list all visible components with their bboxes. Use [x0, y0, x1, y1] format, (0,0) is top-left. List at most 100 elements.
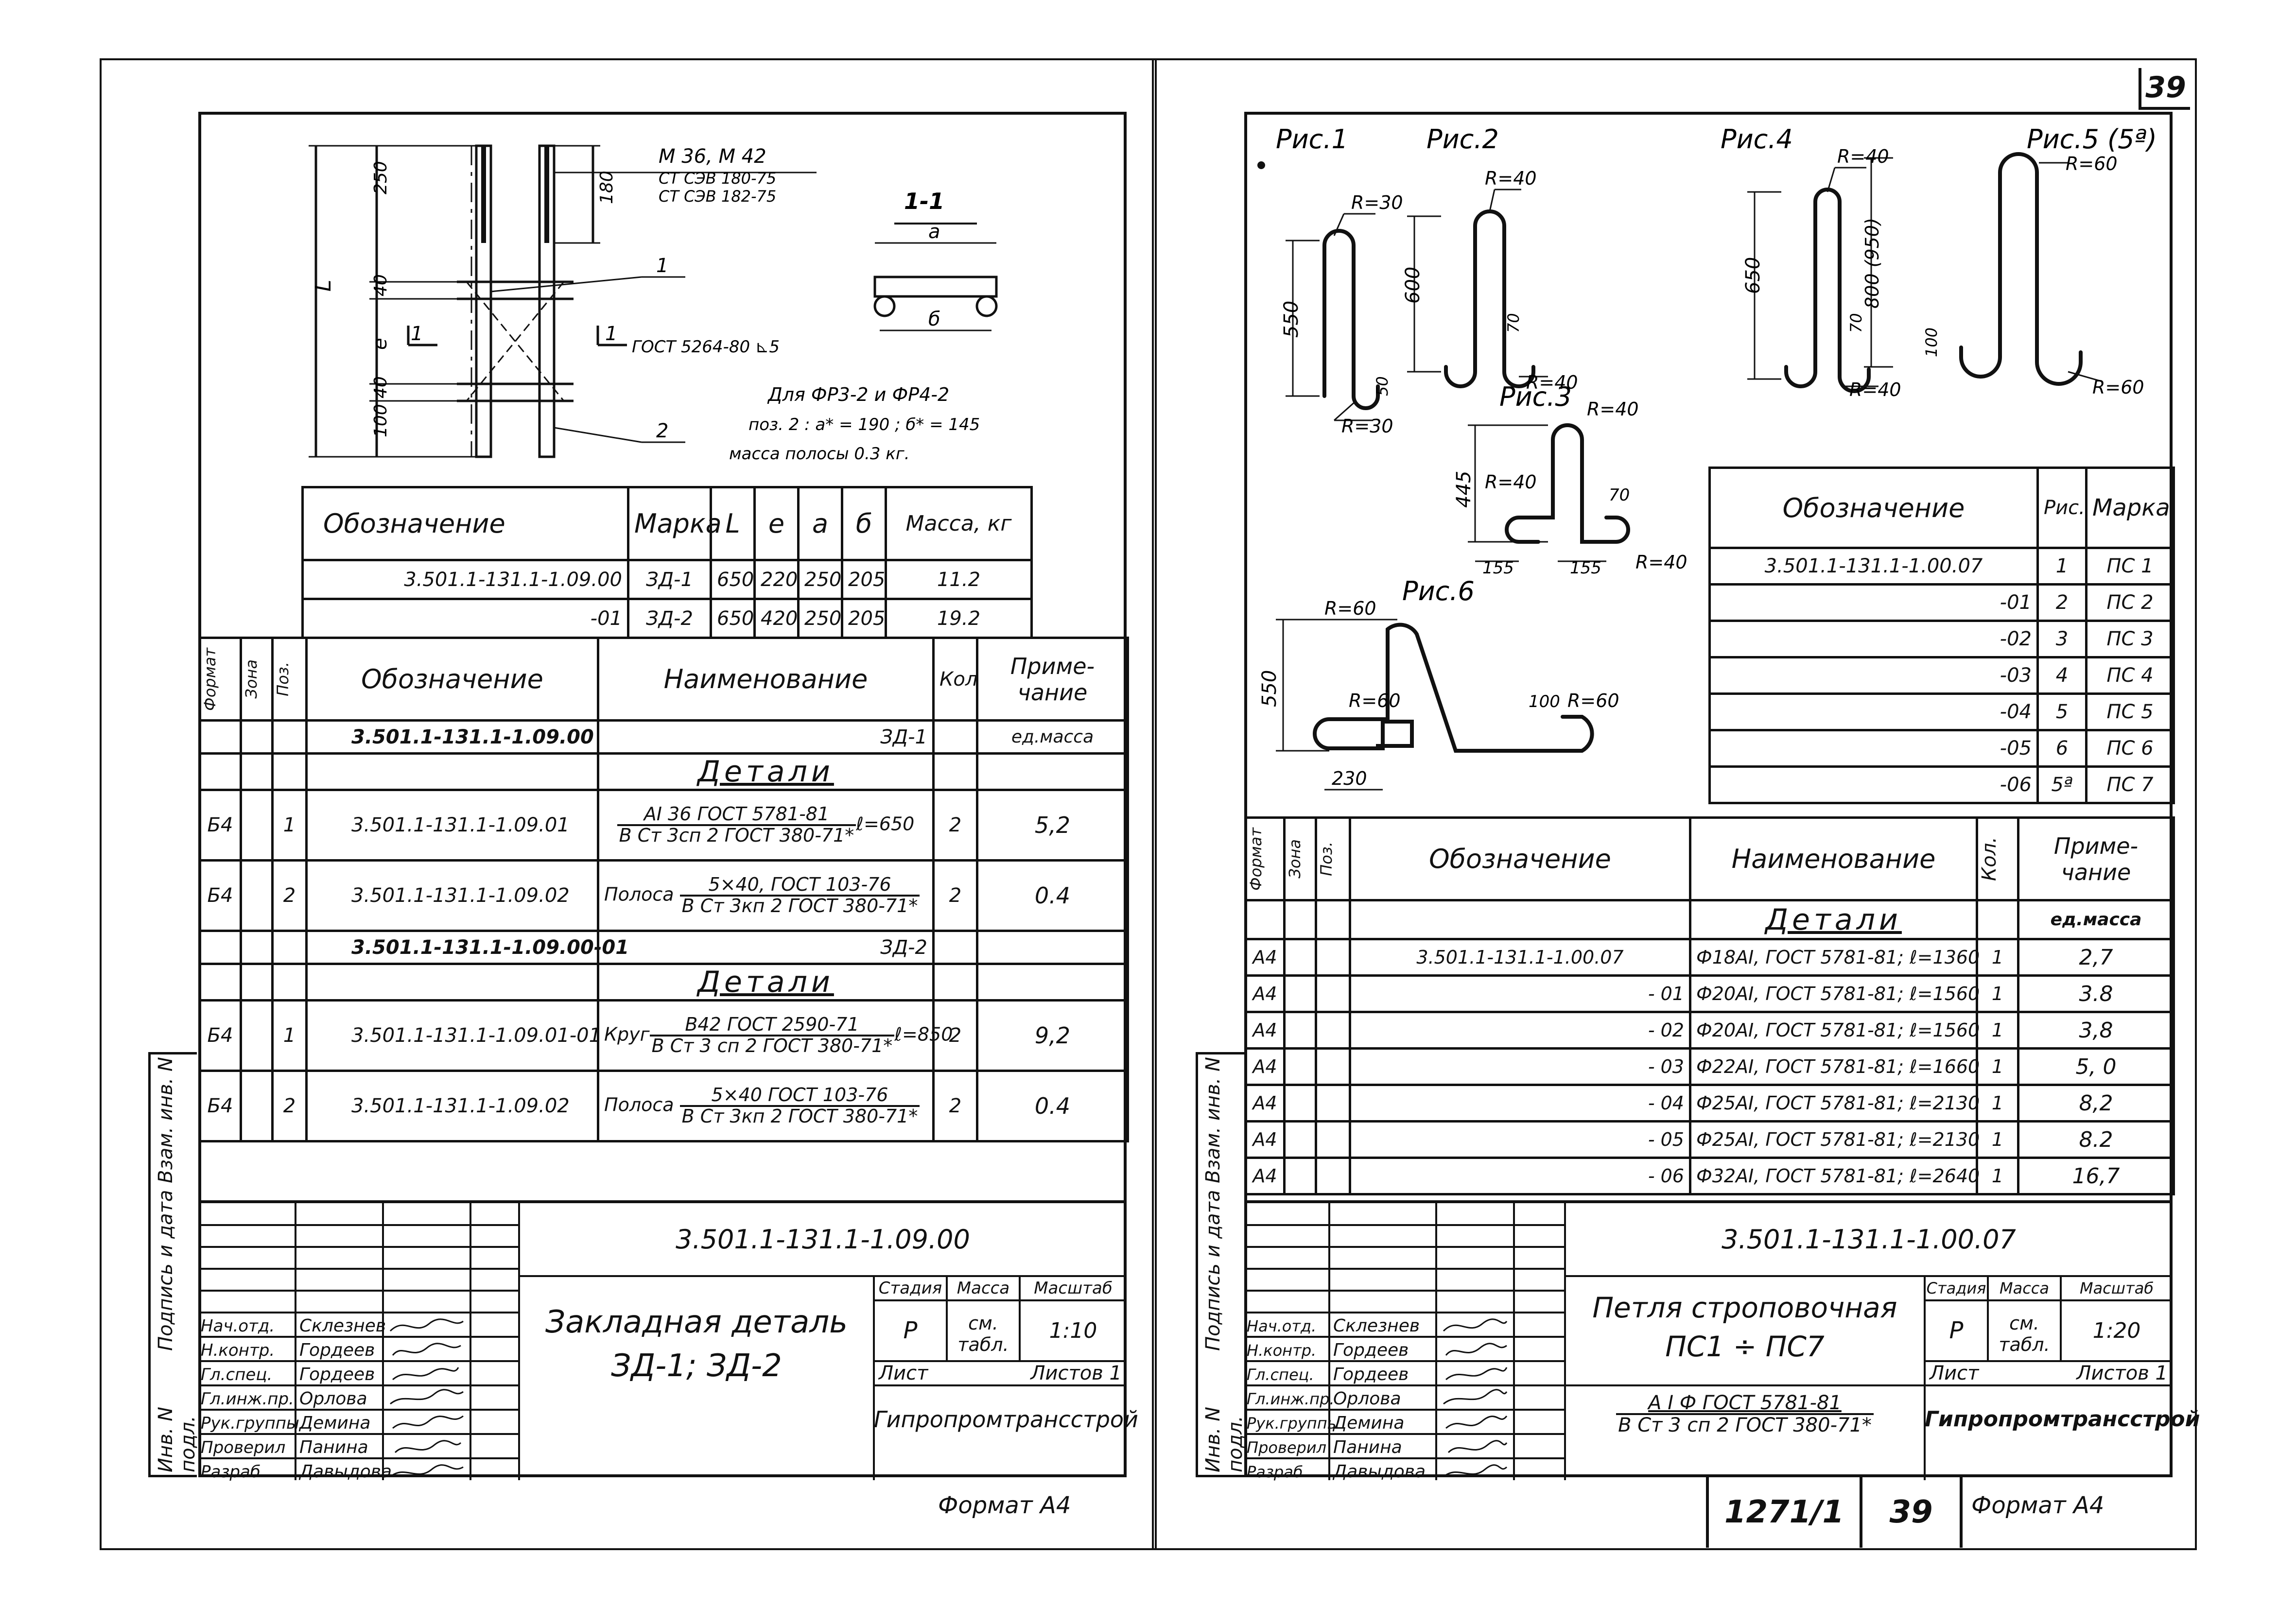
- vt-cell: 250: [797, 598, 843, 639]
- group2-name: ЗД-2: [597, 930, 935, 965]
- role: Гл.инж.пр.: [1247, 1390, 1335, 1408]
- mt-cell: 5: [2036, 692, 2087, 731]
- fig5-title: Рис.5 (5ª): [2027, 124, 2157, 155]
- rscale-value: 1:20: [2092, 1318, 2141, 1343]
- rspec-cell: Ф25АI, ГОСТ 5781-81; ℓ=2130: [1689, 1120, 1980, 1159]
- section-details-1: Детали: [597, 752, 935, 791]
- right-spec-table: Формат Зона Поз. Обозначение Наименовани…: [1244, 816, 2175, 1195]
- dim-r40d: R=40: [1849, 379, 1901, 400]
- album-page: 39: [1862, 1477, 1963, 1548]
- vt-cell: -01: [301, 598, 629, 639]
- vt-cell: 420: [753, 598, 800, 639]
- rstage-value: Р: [1949, 1317, 1964, 1344]
- bolt-spec-3: СТ СЭВ 182-75: [659, 187, 776, 206]
- mt-cell: -02: [1708, 620, 2039, 658]
- rspec-cell: 1: [1976, 938, 2019, 977]
- section-mark-left: 1: [411, 323, 423, 345]
- rsheets-label: Листов 1: [2076, 1362, 2168, 1384]
- vt-cell: 205: [841, 559, 887, 600]
- note-1: Для ФР3-2 и ФР4-2: [767, 384, 949, 405]
- rh-stage: Стадия: [1926, 1279, 1986, 1297]
- spec-cell: 2: [932, 1070, 978, 1142]
- rspec-cell: Ф32АI, ГОСТ 5781-81; ℓ=2640: [1689, 1157, 1980, 1195]
- h-mass: Масса: [957, 1279, 1010, 1298]
- dim-40b: 40: [371, 376, 391, 398]
- fig6-title: Рис.6: [1402, 576, 1475, 606]
- table-row: А4 - 01 Ф20АI, ГОСТ 5781-81; ℓ=1560 1 3.…: [1244, 974, 2175, 1013]
- spec-h-designation: Обозначение: [305, 637, 599, 722]
- dim-250: 250: [371, 161, 391, 194]
- dim-r40g: R=40: [1635, 552, 1687, 573]
- table-row: 3.501.1-131.1-1.09.00 ЗД-1 ед.масса: [198, 719, 1129, 755]
- role: Гл.спец.: [1247, 1365, 1314, 1384]
- mt-cell: 2: [2036, 583, 2087, 622]
- right-names: Склезнев Гордеев Гордеев Орлова Демина П…: [1333, 1314, 1435, 1484]
- dim-180: 180: [597, 171, 617, 204]
- left-format-label: Формат А4: [938, 1492, 1071, 1519]
- role: Н.контр.: [201, 1341, 275, 1360]
- name-prefix: Круг: [604, 1023, 650, 1045]
- side-label-inv: Инв. N подл.: [155, 1407, 199, 1472]
- fig1-title: Рис.1: [1276, 124, 1348, 155]
- mt-cell: ПС 5: [2085, 692, 2175, 731]
- vt-cell: 650: [710, 559, 756, 600]
- mt-cell: 6: [2036, 729, 2087, 768]
- rspec-h-zone: Зона: [1286, 839, 1304, 879]
- dim-r30b: R=30: [1341, 415, 1393, 437]
- rsheet-label: Лист: [1930, 1362, 1979, 1384]
- mt-cell: 4: [2036, 656, 2087, 695]
- vt-cell: ЗД-1: [627, 559, 712, 600]
- rspec-cell: - 06: [1349, 1157, 1691, 1195]
- dim-70b: 70: [1847, 313, 1865, 333]
- rspec-cell: - 01: [1349, 974, 1691, 1013]
- right-title-block: 3.501.1-131.1-1.00.07 Нач.отд. Н.контр. …: [1244, 1200, 2200, 1482]
- mt-cell: 1: [2036, 547, 2087, 586]
- dim-445: 445: [1453, 471, 1475, 508]
- person-name: Демина: [1333, 1413, 1405, 1433]
- vt-cell: 3.501.1-131.1-1.09.00: [301, 559, 629, 600]
- vt-cell: 11.2: [885, 559, 1033, 600]
- left-title-grid: [198, 1203, 1127, 1480]
- table-row: 3.501.1-131.1-1.09.00 ЗД-1 650 220 250 2…: [301, 559, 1033, 600]
- table-row: -06 5ª ПС 7: [1708, 765, 2175, 804]
- dim-r40b: R=40: [1526, 372, 1578, 393]
- frac-top: В42 ГОСТ 2590-71: [649, 1015, 895, 1037]
- fig3-title: Рис.3: [1499, 381, 1572, 412]
- dim-600: 600: [1402, 267, 1424, 304]
- table-row: Детали ед.масса: [1244, 899, 2175, 940]
- spec-cell: 0.4: [976, 1070, 1129, 1142]
- dim-e: е: [369, 338, 391, 350]
- left-side-strip: [148, 1052, 197, 1477]
- rside-label-repl: Взам. инв. N: [1202, 1057, 1224, 1183]
- person-name: Демина: [299, 1413, 371, 1433]
- dim-r40e: R=40: [1587, 398, 1639, 420]
- side-label-repl: Взам. инв. N: [155, 1057, 177, 1183]
- dim-550a: 550: [1280, 301, 1303, 338]
- role: Разраб.: [1247, 1463, 1308, 1481]
- left-variant-table: Обозначение Марка L е а б Масса, кг 3.50…: [301, 486, 1033, 639]
- rspec-h-name: Наименование: [1689, 816, 1978, 901]
- left-spec-table: Формат Зона Поз. Обозначение Наименовани…: [198, 637, 1129, 1142]
- rh-mass: Масса: [1999, 1279, 2049, 1297]
- spec-cell: Б4: [198, 859, 242, 932]
- sheet-label: Лист: [879, 1362, 928, 1384]
- h-scale: Масштаб: [1034, 1279, 1113, 1298]
- frac-bottom: В Ст 3кп 2 ГОСТ 380-71*: [681, 895, 918, 916]
- vt-h-b: б: [841, 486, 887, 561]
- length-value: ℓ=650: [856, 813, 915, 835]
- role: Проверил: [201, 1438, 286, 1457]
- weld-spec: ГОСТ 5264-80 ⊾5: [632, 337, 780, 357]
- dim-r60c: R=60: [1324, 598, 1376, 619]
- right-title: Петля строповочная ПС1 ÷ ПС7: [1565, 1288, 1925, 1366]
- spec-h-note: Приме-чание: [976, 637, 1129, 722]
- right-doc-code: 3.501.1-131.1-1.00.07: [1722, 1224, 2016, 1255]
- side-label-sign: Подпись и дата: [155, 1190, 177, 1351]
- mt-cell: 5ª: [2036, 765, 2087, 804]
- pos-2-label: 2: [656, 420, 668, 442]
- rspec-h-qty: Кол.: [1978, 836, 2000, 881]
- rspec-cell: 16,7: [2017, 1157, 2175, 1195]
- vt-cell: 19.2: [885, 598, 1033, 639]
- left-title-line-2: ЗД-1; ЗД-2: [611, 1348, 782, 1384]
